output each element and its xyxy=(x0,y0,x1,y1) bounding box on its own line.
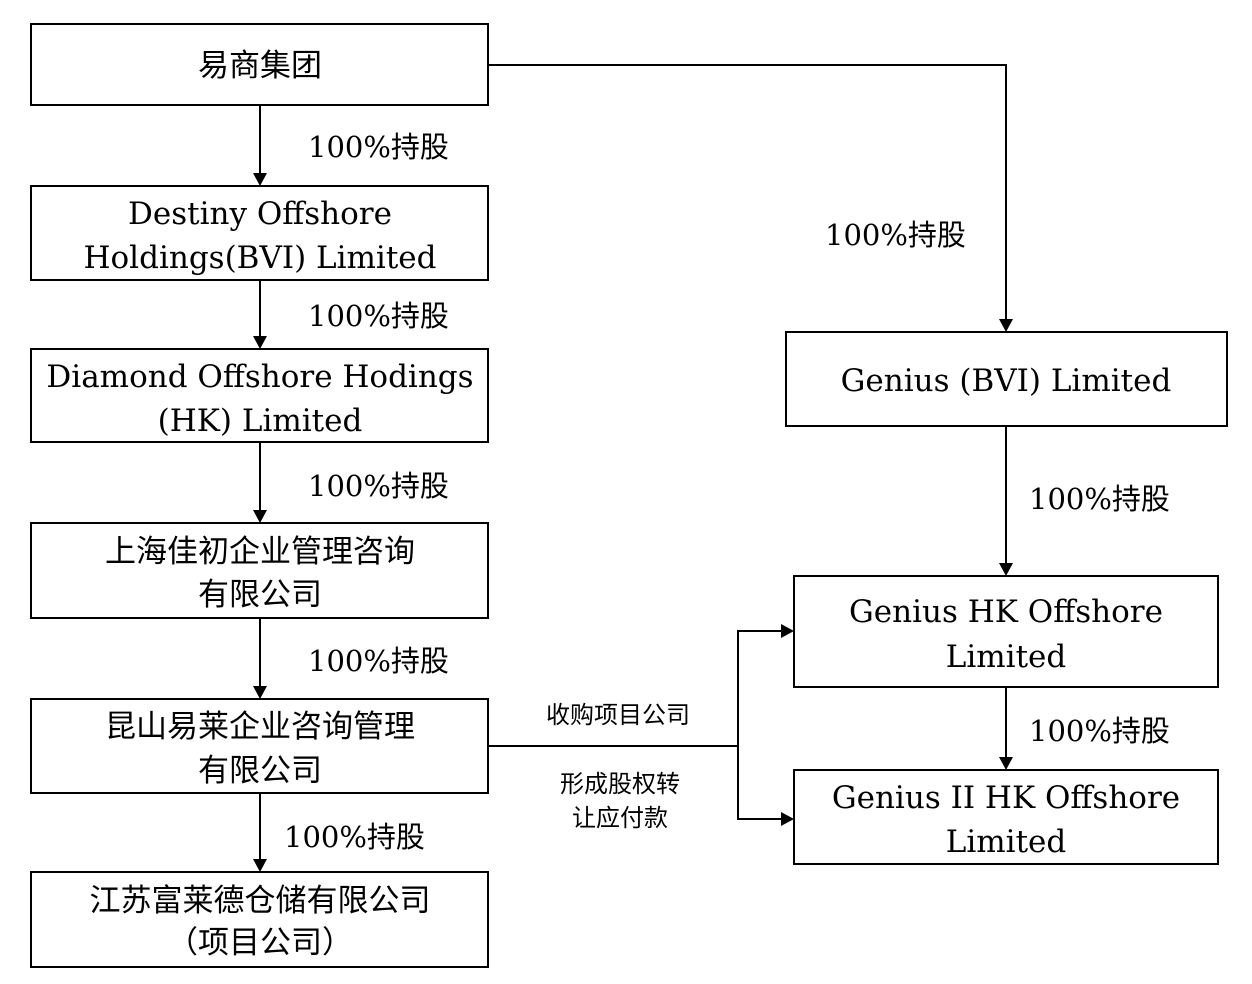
edge-label-yishang-genius-bvi: 100%持股 xyxy=(825,218,966,252)
edge-label-genius-bvi-genius-hk: 100%持股 xyxy=(1029,482,1170,516)
node-kunshan-yilai-label-line2: 有限公司 xyxy=(198,753,322,789)
edge-label-yishang-destiny: 100%持股 xyxy=(308,130,449,164)
arrowhead-kunshan xyxy=(253,686,267,699)
edge-label-destiny-diamond: 100%持股 xyxy=(308,299,449,333)
transfer-labels: 收购项目公司 形成股权转 让应付款 xyxy=(546,701,690,832)
edge-transfer-to-genius-hk xyxy=(737,630,782,819)
node-kunshan-yilai: 昆山易莱企业咨询管理 有限公司 xyxy=(30,698,489,794)
arrowhead-transfer-genius-hk xyxy=(781,624,794,638)
node-yishang: 易商集团 xyxy=(30,23,489,106)
arrowhead-genius-hk xyxy=(999,563,1013,576)
edge-label-diamond-shanghai: 100%持股 xyxy=(308,469,449,503)
node-shanghai-jiachu: 上海佳初企业管理咨询 有限公司 xyxy=(30,522,489,619)
node-destiny: Destiny Offshore Holdings(BVI) Limited xyxy=(30,185,489,281)
node-genius-bvi-label: Genius (BVI) Limited xyxy=(841,363,1172,399)
node-jiangsu-fulaide-label-line2: （项目公司） xyxy=(167,925,353,961)
node-yishang-label: 易商集团 xyxy=(198,48,322,84)
edge-label-shanghai-kunshan: 100%持股 xyxy=(308,644,449,678)
transfer-label-payable-line2: 让应付款 xyxy=(572,804,668,832)
node-genius-ii-hk: Genius II HK Offshore Limited xyxy=(793,769,1219,865)
node-genius-ii-hk-label-line2: Limited xyxy=(946,824,1066,860)
arrowhead-genius-bvi xyxy=(999,319,1013,332)
node-destiny-label-line1: Destiny Offshore xyxy=(128,196,392,232)
node-diamond-label-line2: (HK) Limited xyxy=(158,403,363,439)
connectors xyxy=(259,64,1007,860)
node-shanghai-jiachu-label-line1: 上海佳初企业管理咨询 xyxy=(105,534,415,570)
node-diamond: Diamond Offshore Hodings (HK) Limited xyxy=(30,348,489,443)
node-jiangsu-fulaide: 江苏富莱德仓储有限公司 （项目公司） xyxy=(30,871,489,968)
node-genius-hk: Genius HK Offshore Limited xyxy=(793,575,1219,688)
arrowhead-jiangsu xyxy=(253,859,267,872)
arrowhead-shanghai xyxy=(253,510,267,523)
node-destiny-label-line2: Holdings(BVI) Limited xyxy=(83,240,436,276)
edge-labels: 100%持股 100%持股 100%持股 100%持股 100%持股 100%持… xyxy=(284,130,1170,854)
edge-label-genius-hk-genius-ii: 100%持股 xyxy=(1029,714,1170,748)
node-shanghai-jiachu-label-line2: 有限公司 xyxy=(198,577,322,613)
arrowhead-diamond xyxy=(253,336,267,349)
arrowhead-genius-ii xyxy=(999,757,1013,770)
transfer-label-payable-line1: 形成股权转 xyxy=(560,770,680,798)
node-genius-hk-label-line1: Genius HK Offshore xyxy=(849,594,1163,630)
node-diamond-label-line1: Diamond Offshore Hodings xyxy=(46,359,473,395)
node-kunshan-yilai-label-line1: 昆山易莱企业咨询管理 xyxy=(105,709,415,745)
edge-label-kunshan-jiangsu: 100%持股 xyxy=(284,820,425,854)
node-genius-bvi: Genius (BVI) Limited xyxy=(785,331,1228,427)
node-genius-hk-label-line2: Limited xyxy=(946,639,1066,675)
node-genius-ii-hk-label-line1: Genius II HK Offshore xyxy=(832,780,1180,816)
edge-transfer-to-genius-ii xyxy=(737,746,782,820)
transfer-label-acquire: 收购项目公司 xyxy=(546,701,690,729)
arrowheads xyxy=(253,173,1013,872)
node-jiangsu-fulaide-label-line1: 江苏富莱德仓储有限公司 xyxy=(90,883,431,919)
arrowhead-destiny xyxy=(253,173,267,186)
edge-yishang-genius-bvi xyxy=(489,64,1007,320)
arrowhead-transfer-genius-ii xyxy=(781,812,794,826)
